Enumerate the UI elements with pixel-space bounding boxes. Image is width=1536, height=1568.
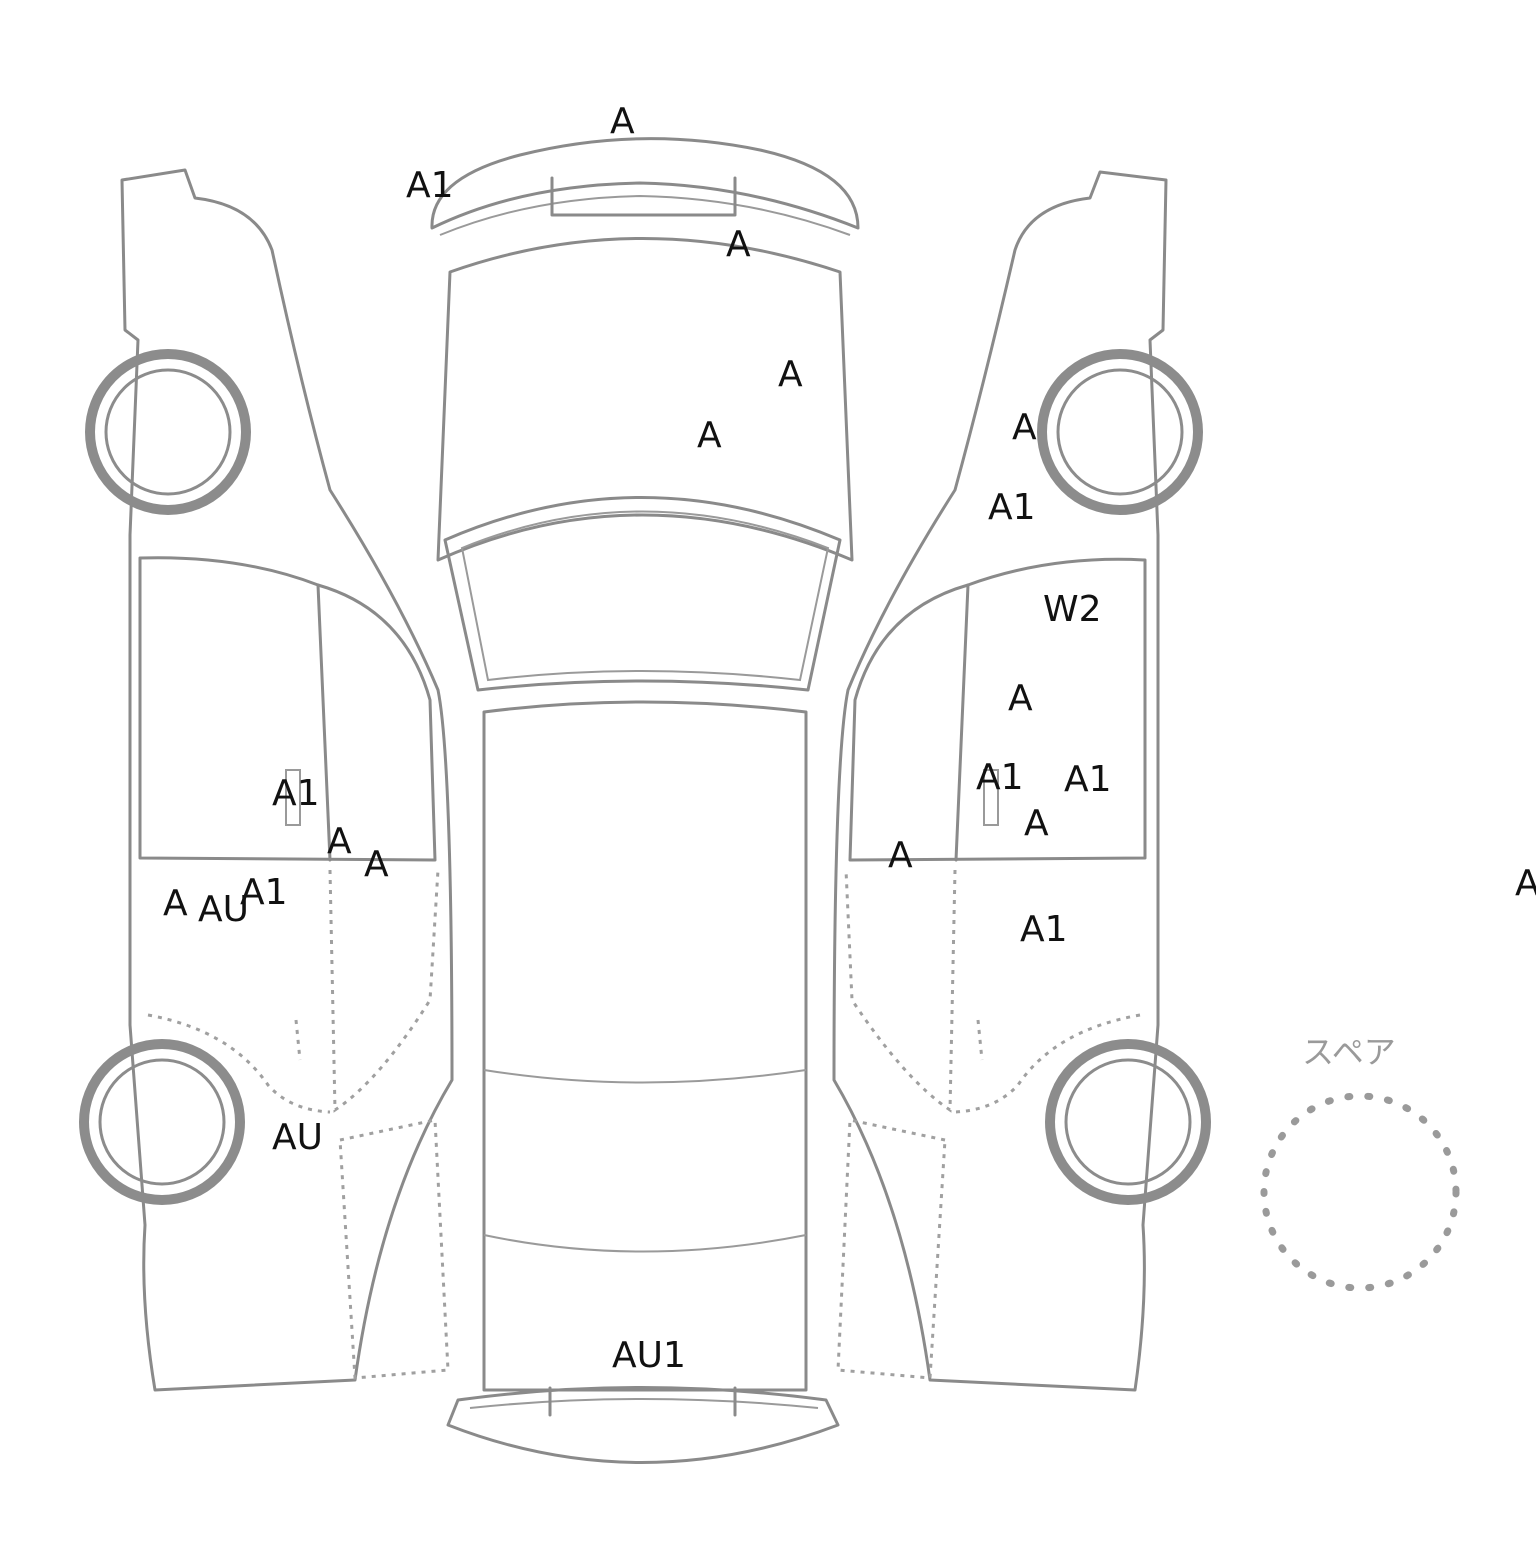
damage-mark: A1 xyxy=(272,773,320,814)
damage-mark: A xyxy=(1008,678,1033,719)
damage-mark: W2 xyxy=(1043,589,1102,630)
damage-mark: A1 xyxy=(1064,759,1112,800)
spare-tire-label: スペア xyxy=(1302,1033,1396,1071)
damage-mark: A xyxy=(778,354,803,395)
damage-mark: A xyxy=(697,415,722,456)
damage-mark: A xyxy=(610,101,635,142)
damage-mark: A xyxy=(1012,407,1037,448)
tire-left-front xyxy=(85,349,251,515)
car-right-side-view xyxy=(832,170,1168,1392)
damage-mark: A xyxy=(888,835,913,876)
damage-mark: A xyxy=(364,844,389,885)
tire-right-front xyxy=(1037,349,1203,515)
car-top-view xyxy=(430,137,860,1464)
damage-mark: A1 xyxy=(240,872,288,913)
damage-mark: A1 xyxy=(1020,909,1068,950)
damage-mark: AU xyxy=(272,1117,323,1158)
spare-tire-circle xyxy=(1260,1092,1460,1292)
damage-mark: A1 xyxy=(976,757,1024,798)
tire-right-rear xyxy=(1045,1039,1211,1205)
damage-mark: A xyxy=(327,821,352,862)
car-left-side-view xyxy=(120,168,454,1392)
damage-mark: A xyxy=(163,883,188,924)
damage-mark: A xyxy=(726,224,751,265)
damage-mark: A1 xyxy=(406,165,454,206)
tire-left-rear xyxy=(79,1039,245,1205)
damage-mark: AU1 xyxy=(612,1335,686,1376)
damage-mark: A xyxy=(1024,803,1049,844)
damage-mark: AU xyxy=(198,889,249,930)
damage-mark: A1 xyxy=(988,487,1036,528)
damage-mark: A xyxy=(1515,863,1536,904)
